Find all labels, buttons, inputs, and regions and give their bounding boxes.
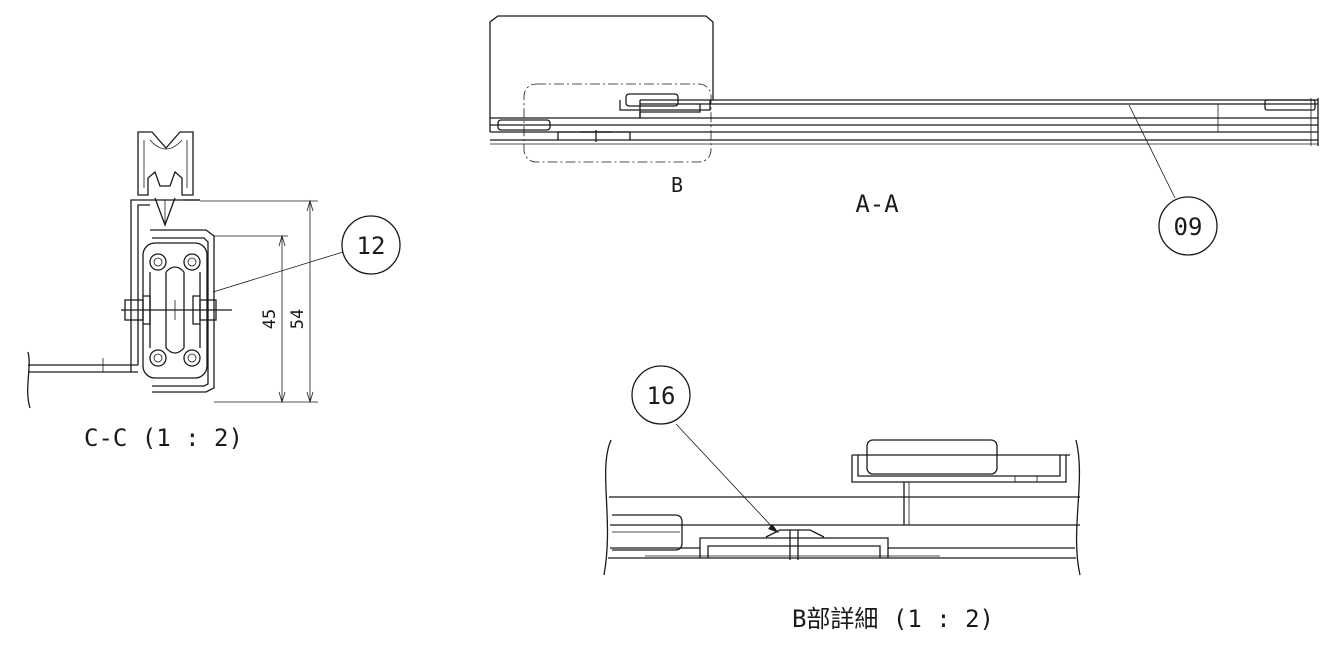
detail-b-end-cap <box>612 514 683 551</box>
cc-bolt-head <box>199 299 217 321</box>
aa-leader-line <box>1128 104 1176 199</box>
cc-top-seal <box>137 131 194 196</box>
section-aa-view: B 09 A-A <box>489 15 1319 256</box>
cc-dimension-54: 54 <box>288 309 308 329</box>
cc-roller <box>183 349 201 367</box>
detail-b-screw-head <box>765 529 825 538</box>
cc-wall-profile <box>130 199 200 372</box>
section-cc-view: 45 54 12 C-C (1 : 2) <box>27 131 401 452</box>
detail-b-slider-channel <box>851 455 1067 483</box>
balloon-16-label: 16 <box>647 382 676 410</box>
cc-caption: C-C (1 : 2) <box>84 424 243 452</box>
cc-wall-outer <box>137 204 150 365</box>
balloon-09-label: 09 <box>1174 213 1203 241</box>
detail-b-leader-line <box>675 423 777 532</box>
cc-break-line-left <box>27 351 31 409</box>
cc-roller <box>149 253 167 271</box>
aa-slider <box>625 93 679 107</box>
detail-b-break-right <box>1075 439 1081 576</box>
cc-roller <box>183 253 201 271</box>
detail-b-view: 16 B部詳細 (1 : 2) <box>603 365 1081 633</box>
cc-roller <box>149 349 167 367</box>
balloon-12-label: 12 <box>357 232 386 260</box>
detail-b-caption: B部詳細 (1 : 2) <box>792 605 994 633</box>
detail-b-lower-bracket <box>699 537 889 558</box>
cc-bolt-nut <box>124 299 144 321</box>
balloon-16 <box>631 365 691 425</box>
detail-b-break-left <box>603 439 612 576</box>
aa-housing <box>489 15 714 132</box>
balloon-12 <box>341 215 401 275</box>
cc-leader-line <box>212 251 344 293</box>
cc-dimension-45: 45 <box>260 309 280 329</box>
aa-lower-bracket <box>557 131 631 140</box>
balloon-09 <box>1158 196 1218 256</box>
detail-b-slider <box>866 439 998 475</box>
aa-end-cap-left <box>497 119 551 131</box>
aa-caption: A-A <box>855 190 899 218</box>
aa-detail-b-marker <box>523 83 712 163</box>
aa-detail-b-label: B <box>671 173 683 197</box>
aa-end-stop-right <box>1264 99 1316 111</box>
cc-rail-frame <box>150 229 215 393</box>
